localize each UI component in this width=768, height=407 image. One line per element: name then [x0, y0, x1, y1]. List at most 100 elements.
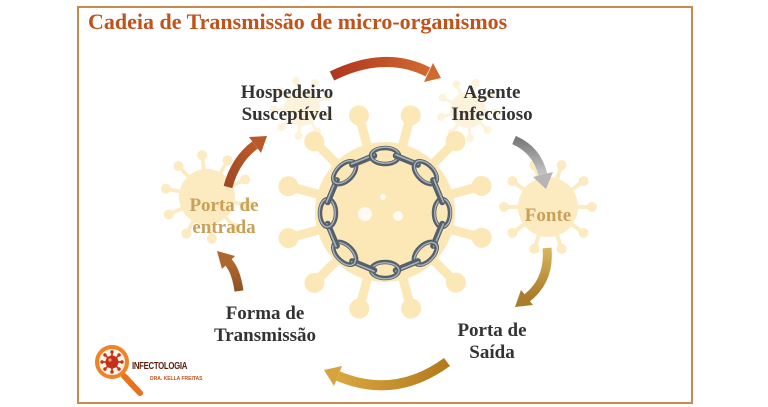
virus-spike-knob — [270, 105, 279, 114]
arrow-head — [249, 136, 267, 153]
virus-spike-knob — [163, 209, 174, 220]
arrow-shaft — [524, 247, 552, 302]
virus-spike — [278, 89, 303, 110]
virus-spike — [273, 106, 303, 111]
virus-spike-knob — [471, 175, 492, 196]
stage-source: Fonte — [508, 205, 588, 227]
logo-virus-knob — [103, 367, 107, 371]
virus-spike-knob — [243, 200, 254, 211]
arrow-agent-to-source — [512, 135, 553, 189]
virus-body — [179, 169, 235, 225]
virus-spike-knob — [294, 131, 303, 140]
logo-virus-knob — [117, 353, 121, 357]
virus-spike — [300, 82, 317, 109]
arrow-shaft — [512, 135, 548, 177]
arrow-head — [515, 290, 533, 307]
stage-entry: Porta de entrada — [169, 195, 279, 239]
arrow-shaft — [336, 357, 450, 391]
arrow-head — [533, 172, 553, 189]
virus-background-icon — [160, 150, 254, 244]
virus-spike-knob — [487, 90, 496, 99]
stage-host-line2: Susceptível — [241, 104, 333, 125]
virus-spike-knob — [445, 272, 466, 293]
virus-background-icon — [270, 76, 333, 140]
stage-exit-line2: Saída — [469, 342, 515, 363]
stage-entry-line1: Porta de — [189, 195, 259, 216]
virus-spike — [300, 107, 319, 133]
logo-virus-knob — [110, 370, 114, 374]
virus-spike-knob — [323, 93, 332, 102]
virus-spike-knob — [483, 126, 492, 135]
virus-spike — [301, 95, 329, 110]
stage-transmission-line1: Forma de — [225, 303, 305, 324]
virus-body — [518, 177, 578, 237]
virus-spike — [455, 83, 470, 111]
magnifier-handle — [121, 373, 143, 396]
virus-magnifier-icon — [95, 345, 143, 396]
virus-spike-knob — [445, 131, 466, 152]
virus-spike — [467, 92, 492, 112]
virus-spike-knob — [499, 202, 509, 212]
chain-icon — [317, 145, 453, 281]
arrow-shaft — [223, 141, 258, 189]
virus-spike-knob — [436, 112, 445, 121]
logo-virus-knob — [103, 353, 107, 357]
logo-text: INFECTOLOGIA — [132, 361, 188, 372]
virus-spike-knob — [556, 243, 567, 254]
diagram-frame — [77, 6, 693, 404]
stage-agent-line2: Infeccioso — [451, 104, 533, 125]
virus-spike-knob — [452, 80, 461, 89]
virus-spike — [466, 108, 489, 132]
virus-body — [284, 90, 320, 126]
stage-exit-line1: Porta de — [457, 320, 527, 341]
arrow-entry-to-host — [223, 136, 267, 189]
logo-virus-body — [105, 355, 119, 369]
virus-spike-knob — [230, 222, 241, 233]
virus-body — [450, 92, 486, 128]
virus-spike-knob — [556, 160, 567, 171]
logo-virus-knob — [100, 360, 104, 364]
arrow-transmission-to-entry — [217, 251, 244, 292]
arrow-shaft — [329, 56, 431, 81]
virus-spike — [466, 82, 478, 111]
arrow-head — [217, 251, 235, 269]
arrow-shaft — [224, 258, 244, 292]
virus-spike-knob — [304, 272, 325, 293]
stage-source-line1: Fonte — [524, 205, 572, 226]
virus-spike — [297, 107, 304, 136]
stage-agent: Agente Infeccioso — [432, 82, 552, 126]
virus-spike-knob — [348, 105, 369, 126]
virus-spike-knob — [277, 123, 286, 132]
logo-virus-knob — [117, 367, 121, 371]
virus-spike-knob — [291, 76, 300, 85]
virus-spike-knob — [438, 93, 447, 102]
logo-virus-knob — [110, 350, 114, 354]
virus-spike-knob — [466, 133, 475, 142]
arrow-exit-to-transmission — [324, 357, 450, 391]
virus-background-icon — [499, 160, 597, 254]
virus-background-icon — [436, 79, 500, 142]
virus-spike-knob — [401, 298, 422, 319]
logo-virus-icon — [100, 350, 124, 374]
virus-spike-knob — [278, 176, 299, 197]
virus-spike — [301, 106, 330, 118]
virus-spike-knob — [507, 227, 518, 238]
virus-spike-knob — [275, 87, 284, 96]
chain-link-edge-highlight — [433, 178, 445, 203]
virus-spike-knob — [578, 176, 589, 187]
virus-dot — [358, 207, 372, 221]
stage-agent-line1: Agente — [463, 82, 521, 103]
virus-spike — [442, 96, 469, 112]
stage-transmission-line2: Transmissão — [213, 325, 317, 346]
virus-spike-knob — [324, 112, 333, 121]
stage-exit: Porta de Saída — [437, 320, 547, 364]
virus-spike-knob — [471, 79, 480, 88]
virus-spike-knob — [507, 176, 518, 187]
virus-spike — [280, 106, 304, 129]
chain-link — [430, 177, 446, 206]
virus-spike-knob — [587, 202, 597, 212]
virus-spike — [466, 109, 472, 139]
virus-spike-knob — [222, 155, 233, 166]
